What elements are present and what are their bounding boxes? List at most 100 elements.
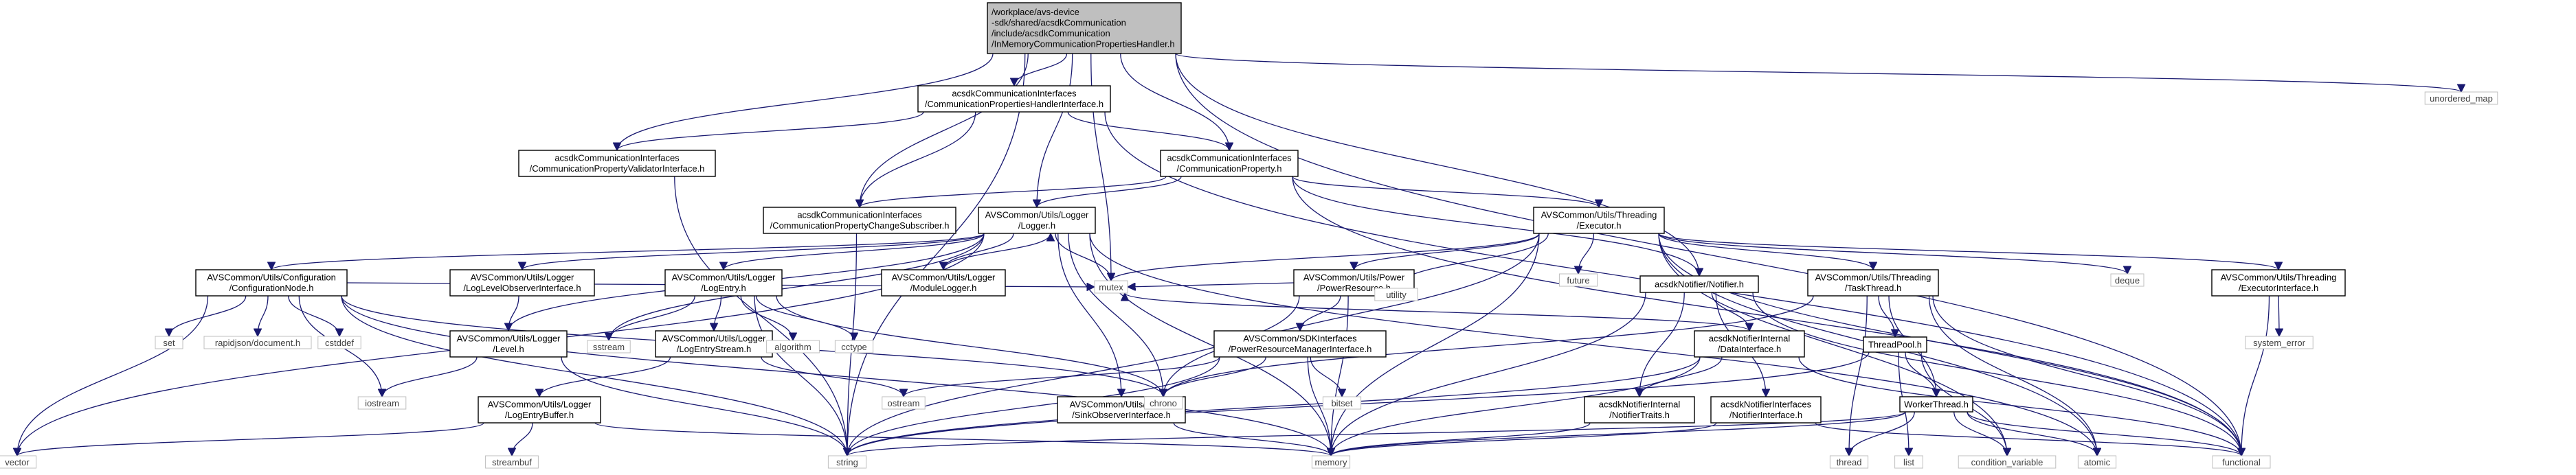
system-header-cctype[interactable]: cctype — [834, 340, 874, 354]
system-header-iostream[interactable]: iostream — [357, 396, 407, 410]
system-header-set[interactable]: set — [155, 336, 183, 349]
system-header-algorithm[interactable]: algorithm — [766, 340, 820, 354]
node-box — [1584, 396, 1695, 424]
header-node-prmi[interactable]: AVSCommon/SDKInterfaces/PowerResourceMan… — [1213, 330, 1387, 358]
system-header-atomic[interactable]: atomic — [2077, 455, 2117, 469]
node-box — [1160, 150, 1299, 177]
system-header-label: cstddef — [325, 338, 354, 348]
header-node-powres[interactable]: AVSCommon/Utils/Power/PowerResource.h — [1293, 269, 1415, 297]
system-header-cstddef[interactable]: cstddef — [317, 336, 361, 349]
header-node-notifier[interactable]: acsdkNotifier/Notifier.h — [1639, 275, 1759, 293]
header-node-threadpool[interactable]: ThreadPool.h — [1863, 336, 1927, 353]
header-node-llo[interactable]: AVSCommon/Utils/Logger/LogLevelObserverI… — [449, 269, 595, 297]
system-header-label: future — [1567, 275, 1589, 286]
system-header-rapidjson[interactable]: rapidjson/document.h — [203, 336, 312, 349]
node-box — [2211, 269, 2346, 297]
node-label-line: AVSCommon/Utils/Threading — [1815, 273, 1931, 283]
system-header-sstream[interactable]: sstream — [587, 340, 631, 354]
header-node-executor[interactable]: AVSCommon/Utils/Threading/Executor.h — [1533, 207, 1665, 234]
edge-root-to-cphi — [1014, 53, 1068, 86]
node-box — [1533, 207, 1665, 234]
edge-cp-to-cpcs — [860, 176, 1167, 208]
system-header-box — [2245, 336, 2314, 349]
header-node-cpvi[interactable]: acsdkCommunicationInterfaces/Communicati… — [518, 150, 716, 177]
edge-logger-to-chrono — [1068, 233, 1163, 397]
node-label-line: acsdkNotifierInternal — [1599, 399, 1681, 410]
edge-logger-to-memory — [1089, 233, 1331, 456]
header-node-tasktm[interactable]: AVSCommon/Utils/Threading/TaskThread.h — [1807, 269, 1939, 297]
edge-worker-to-thread — [1849, 411, 1915, 456]
system-header-mutex[interactable]: mutex — [1094, 280, 1128, 294]
system-header-label: streambuf — [492, 457, 532, 467]
edge-logbuffer-to-streambuf — [512, 422, 533, 456]
system-header-functional[interactable]: functional — [2212, 455, 2271, 469]
edge-worker-to-memory — [1331, 411, 1906, 456]
node-box — [478, 396, 601, 424]
edge-logentry-to-string — [754, 295, 847, 456]
edge-root-to-cp — [1120, 53, 1229, 150]
header-node-logstream[interactable]: AVSCommon/Utils/Logger/LogEntryStream.h — [655, 330, 773, 358]
edge-worker-to-functional — [1967, 411, 2241, 456]
system-header-deque[interactable]: deque — [2110, 273, 2144, 287]
header-node-ntraits[interactable]: acsdkNotifierInternal/NotifierTraits.h — [1584, 396, 1695, 424]
header-node-execi[interactable]: AVSCommon/Utils/Threading/ExecutorInterf… — [2211, 269, 2346, 297]
node-label-line: /LogLevelObserverInterface.h — [463, 283, 581, 293]
system-header-vector[interactable]: vector — [0, 455, 37, 469]
edge-logbuffer-to-vector — [17, 422, 484, 456]
system-header-ostream[interactable]: ostream — [882, 396, 926, 410]
header-node-modlogger[interactable]: AVSCommon/Utils/Logger/ModuleLogger.h — [881, 269, 1006, 297]
header-node-datai[interactable]: acsdkNotifierInternal/DataInterface.h — [1694, 330, 1805, 358]
system-header-streambuf[interactable]: streambuf — [485, 455, 539, 469]
system-header-label: algorithm — [774, 342, 811, 352]
header-node-root[interactable]: /workplace/avs-device-sdk/shared/acsdkCo… — [987, 2, 1182, 54]
node-label-line: /CommunicationPropertyChangeSubscriber.h — [770, 220, 950, 231]
node-box — [518, 150, 716, 177]
system-header-label: iostream — [365, 398, 399, 408]
node-label-line: /ModuleLogger.h — [910, 283, 977, 293]
system-header-memory[interactable]: memory — [1311, 455, 1351, 469]
header-node-cphi[interactable]: acsdkCommunicationInterfaces/Communicati… — [917, 85, 1111, 113]
edge-root-to-string — [847, 53, 1026, 456]
system-header-utility[interactable]: utility — [1374, 288, 1418, 301]
system-header-string[interactable]: string — [827, 455, 867, 469]
edge-executor-to-execi — [1658, 233, 2278, 270]
system-header-label: sstream — [593, 342, 625, 352]
edge-worker-to-string — [847, 411, 1906, 456]
system-header-future[interactable]: future — [1558, 273, 1598, 287]
system-header-label: deque — [2115, 275, 2140, 286]
edge-cphi-to-cpvi — [617, 111, 924, 151]
node-label-line: AVSCommon/Utils/Logger — [985, 210, 1089, 220]
node-box — [1807, 269, 1939, 297]
system-header-chrono[interactable]: chrono — [1143, 396, 1183, 410]
edge-confnode-to-vector — [17, 295, 209, 456]
header-node-logbuffer[interactable]: AVSCommon/Utils/Logger/LogEntryBuffer.h — [478, 396, 601, 424]
system-header-condvar[interactable]: condition_variable — [1958, 455, 2057, 469]
header-node-cp[interactable]: acsdkCommunicationInterfaces/Communicati… — [1160, 150, 1299, 177]
header-node-cpcs[interactable]: acsdkCommunicationInterfaces/Communicati… — [763, 207, 956, 234]
edge-confnode-to-memory — [341, 295, 1331, 456]
edge-datai-to-functional — [1798, 356, 2241, 456]
edge-llo-to-level — [508, 295, 519, 331]
edge-executor-to-memory — [1331, 233, 1540, 456]
system-header-bitset[interactable]: bitset — [1322, 396, 1362, 410]
header-node-logentry[interactable]: AVSCommon/Utils/Logger/LogEntry.h — [664, 269, 783, 297]
header-node-notifi[interactable]: acsdkNotifierInterfaces/NotifierInterfac… — [1710, 396, 1822, 424]
node-label-line: /LogEntryStream.h — [677, 344, 751, 354]
system-header-unordered_map[interactable]: unordered_map — [2424, 91, 2498, 105]
edge-cphi-to-cpcs — [860, 111, 976, 207]
system-header-system_error[interactable]: system_error — [2245, 336, 2314, 349]
header-node-logger[interactable]: AVSCommon/Utils/Logger/Logger.h — [978, 207, 1096, 234]
edge-logger-to-modlogger — [943, 233, 1014, 270]
header-node-level[interactable]: AVSCommon/Utils/Logger/Level.h — [449, 330, 568, 358]
header-node-worker[interactable]: WorkerThread.h — [1899, 396, 1973, 413]
system-header-thread[interactable]: thread — [1829, 455, 1869, 469]
edge-executor-to-deque — [1658, 233, 2127, 275]
edge-tasktm-to-thread — [1849, 295, 1868, 456]
node-label-line: /PowerResource.h — [1317, 283, 1391, 293]
system-header-list[interactable]: list — [1894, 455, 1923, 469]
system-header-box — [827, 455, 867, 469]
node-label-line: WorkerThread.h — [1904, 399, 1969, 409]
edge-logstream-to-logbuffer — [539, 356, 671, 397]
header-node-confnode[interactable]: AVSCommon/Utils/Configuration/Configurat… — [195, 269, 348, 297]
node-box — [763, 207, 956, 234]
